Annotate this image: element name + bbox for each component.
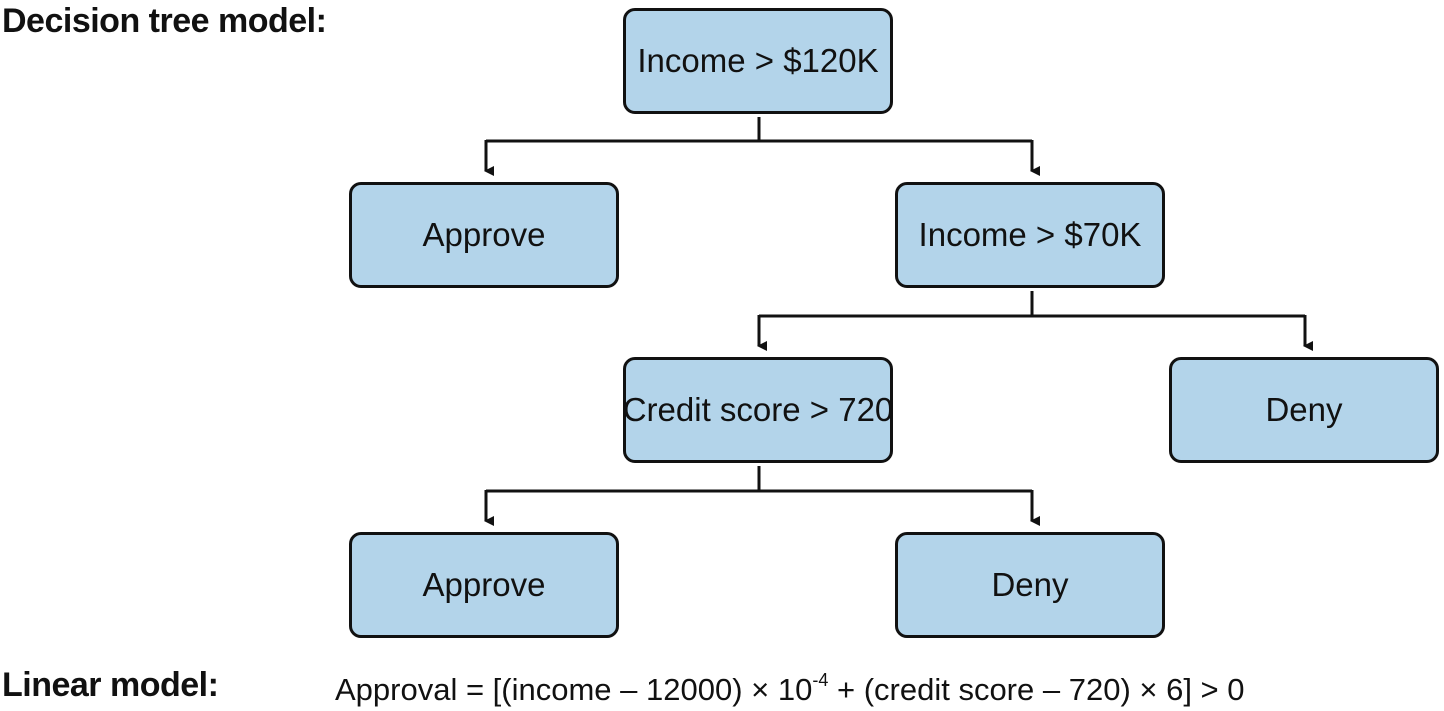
node-label: Credit score > 720 <box>622 391 894 428</box>
formula-suffix: + (credit score – 720) × 6] > 0 <box>828 672 1245 707</box>
connector-root <box>486 117 1032 143</box>
node-deny-credit: Deny <box>895 532 1165 638</box>
node-label: Deny <box>1265 391 1343 428</box>
linear-model-formula: Approval = [(income – 12000) × 10-4 + (c… <box>335 670 1245 708</box>
node-label: Income > $120K <box>637 42 879 79</box>
connector-credit <box>486 466 1032 493</box>
formula-prefix: Approval = [(income – 12000) × 10 <box>335 672 813 707</box>
node-income-70k: Income > $70K <box>895 182 1165 288</box>
node-label: Deny <box>991 566 1069 603</box>
linear-model-heading: Linear model: <box>2 666 219 704</box>
decision-tree-heading: Decision tree model: <box>2 2 327 40</box>
formula-exponent: -4 <box>812 670 829 690</box>
node-income-120k: Income > $120K <box>623 8 893 114</box>
node-approve-high-income: Approve <box>349 182 619 288</box>
node-deny-low-income: Deny <box>1169 357 1439 463</box>
node-label: Income > $70K <box>918 216 1142 253</box>
node-approve-credit: Approve <box>349 532 619 638</box>
node-label: Approve <box>422 216 546 253</box>
node-label: Approve <box>422 566 546 603</box>
connector-income70 <box>759 291 1305 318</box>
node-credit-score: Credit score > 720 <box>623 357 893 463</box>
